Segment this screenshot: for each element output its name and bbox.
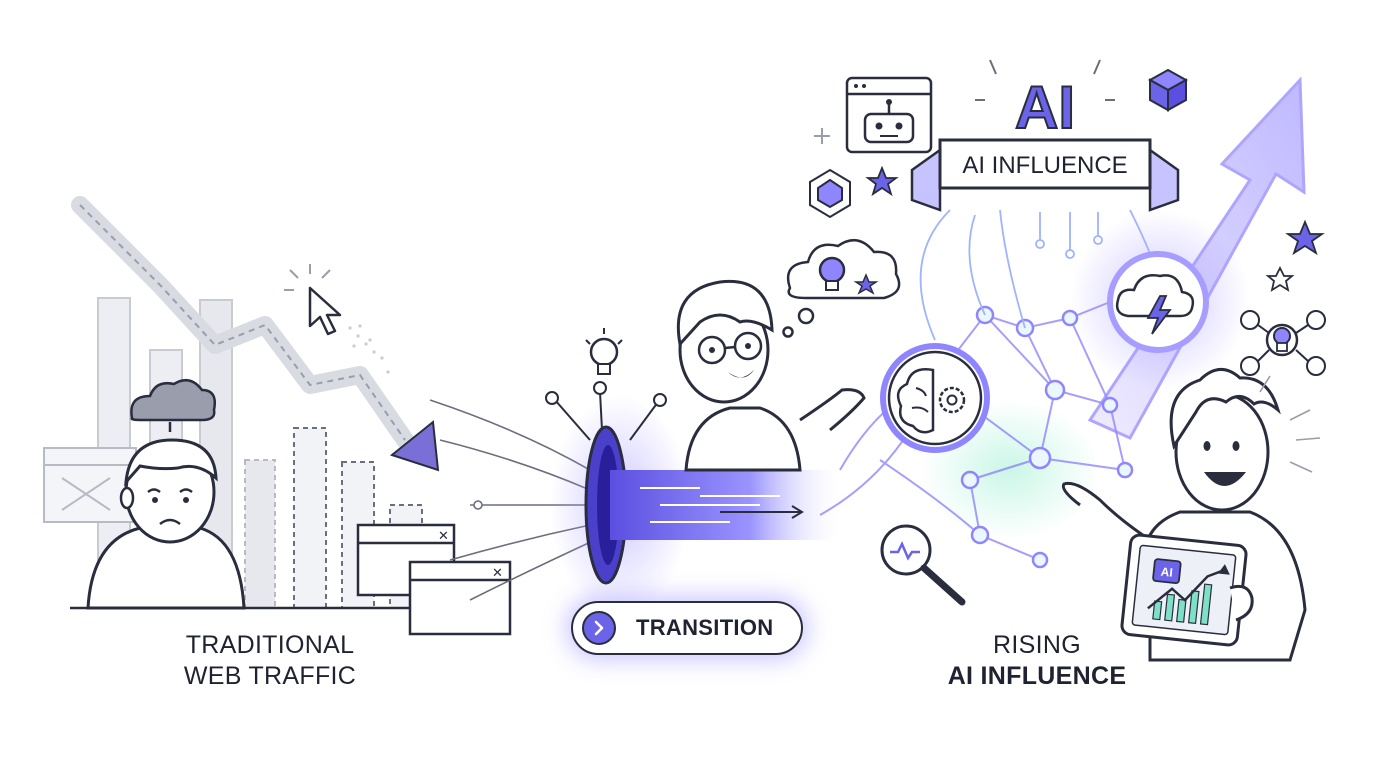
lightbulb-icon	[818, 256, 846, 284]
star-icon	[1265, 265, 1295, 292]
cursor-icon	[284, 264, 390, 374]
idea-bulb-icon	[585, 328, 623, 375]
happy-person-center	[676, 279, 866, 472]
beam-sparkles	[640, 487, 780, 523]
ai-chip-text: AI	[1160, 565, 1173, 580]
browser-windows-icon: ✕ ✕	[356, 523, 512, 636]
sparkle-icon	[814, 128, 830, 144]
thought-cloud-icon	[782, 239, 901, 338]
broken-window-icon	[43, 447, 137, 523]
wireframe-cube-icon	[809, 168, 851, 219]
declining-trend-arrow	[71, 196, 440, 472]
ai-big-text: AI	[1015, 74, 1075, 141]
ear	[119, 486, 135, 510]
chevron-right-icon	[582, 611, 616, 645]
sad-person	[86, 438, 246, 610]
transition-button-label: TRANSITION	[636, 615, 774, 640]
robot-window-icon	[845, 76, 933, 154]
bar	[244, 459, 276, 609]
transition-button[interactable]: TRANSITION	[571, 601, 803, 655]
people-network-icon	[1240, 310, 1326, 376]
traditional-web-traffic-caption: TRADITIONAL WEB TRAFFIC	[150, 630, 390, 692]
cloud-lightning-icon	[1107, 251, 1209, 353]
svg-text:✕: ✕	[492, 566, 503, 581]
ribbon-banner	[938, 138, 1152, 190]
ai-badge: AI AI INFLUENCE	[910, 59, 1180, 212]
node-pins	[545, 381, 667, 441]
star-icon	[865, 165, 899, 197]
ai-chip	[1152, 558, 1182, 585]
magnifier-icon	[880, 524, 966, 606]
caption-line-2: AI INFLUENCE	[947, 662, 1127, 690]
ribbon-left-tail	[910, 147, 942, 212]
ribbon-right-tail	[1148, 147, 1180, 212]
caption-line-2: WEB TRAFFIC	[183, 662, 357, 690]
cube-icon	[1147, 68, 1189, 112]
down-arrow-head-icon	[389, 420, 440, 472]
caption-line-1: TRADITIONAL	[185, 631, 355, 659]
energy-lines	[1259, 375, 1321, 473]
brain-gear-icon	[880, 343, 990, 453]
beam-arrow	[720, 505, 804, 519]
storm-cloud-icon	[130, 378, 216, 432]
star-icon	[1285, 219, 1325, 256]
bar	[293, 427, 327, 609]
caption-line-1: RISING	[993, 631, 1081, 659]
star-icon	[853, 273, 879, 295]
svg-text:✕: ✕	[438, 529, 449, 544]
tablet: AI	[1120, 533, 1254, 647]
network-nodes	[960, 305, 1134, 569]
ribbon-text: AI INFLUENCE	[962, 152, 1127, 179]
rising-ai-influence-caption: RISING AI INFLUENCE	[912, 630, 1162, 692]
